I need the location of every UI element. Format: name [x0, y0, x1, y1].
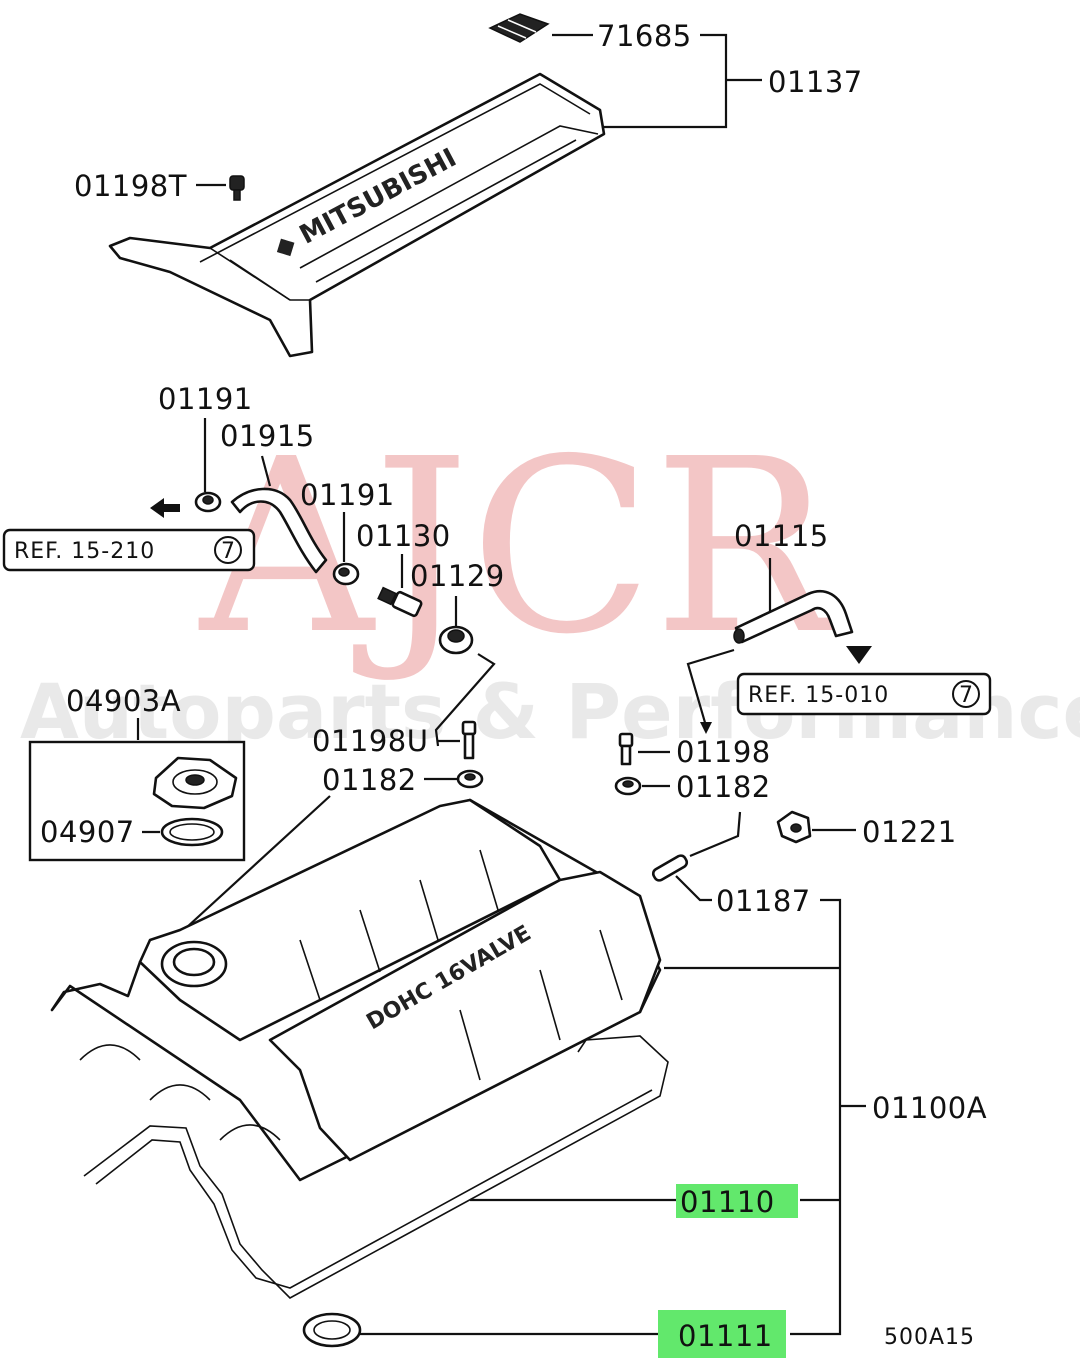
- oil-cap-gasket-part-04907[interactable]: [160, 817, 224, 847]
- label-04903A[interactable]: 04903A: [66, 684, 181, 718]
- reference-15-010-text: REF. 15-010: [748, 683, 889, 708]
- reference-box-15-210[interactable]: REF. 15-210 7: [2, 528, 256, 572]
- pcv-valve-part-01130[interactable]: [377, 586, 423, 618]
- grommet-part-01129[interactable]: [438, 625, 474, 655]
- grommet-part-01191-b[interactable]: [332, 562, 360, 586]
- dowel-pin-part-01187[interactable]: [651, 854, 689, 882]
- grommet-part-01191-a[interactable]: [194, 491, 222, 513]
- label-01182-a[interactable]: 01182: [322, 763, 417, 797]
- label-01187[interactable]: 01187: [716, 884, 811, 918]
- hose-part-01115[interactable]: [733, 589, 854, 644]
- label-01110[interactable]: 01110: [680, 1185, 775, 1219]
- label-01100A[interactable]: 01100A: [872, 1091, 987, 1125]
- hose-part-01915[interactable]: [230, 487, 328, 574]
- label-01198U[interactable]: 01198U: [312, 724, 428, 758]
- label-01182-b[interactable]: 01182: [676, 770, 771, 804]
- label-01191-a[interactable]: 01191: [158, 382, 253, 416]
- reference-box-15-010[interactable]: REF. 15-010 7: [736, 672, 992, 716]
- oil-cap-part-04903A[interactable]: [152, 756, 238, 810]
- label-01198T[interactable]: 01198T: [74, 169, 187, 203]
- engine-cover-part[interactable]: ◆ MITSUBISHI: [108, 72, 606, 358]
- washer-part-01182-b[interactable]: [614, 776, 642, 796]
- label-01115[interactable]: 01115: [734, 519, 829, 553]
- oil-cap-kit-box[interactable]: 04907: [28, 740, 246, 862]
- reference-15-210-text: REF. 15-210: [14, 539, 155, 564]
- label-01198[interactable]: 01198: [676, 735, 771, 769]
- bolt-part-01198T[interactable]: [229, 175, 245, 201]
- label-01130[interactable]: 01130: [356, 519, 451, 553]
- arrow-left-icon: [150, 498, 180, 518]
- bolt-part-01198[interactable]: [618, 732, 634, 766]
- emblem-part-71685[interactable]: [488, 13, 550, 43]
- reference-15-210-circle: 7: [221, 539, 236, 564]
- label-71685[interactable]: 71685: [597, 19, 692, 53]
- bolt-part-01198U[interactable]: [461, 720, 477, 760]
- label-04907[interactable]: 04907: [40, 815, 135, 849]
- gasket-part-01110[interactable]: [83, 1035, 669, 1299]
- label-01111[interactable]: 01111: [678, 1319, 773, 1353]
- label-01915[interactable]: 01915: [220, 419, 315, 453]
- reference-15-010-circle: 7: [959, 683, 974, 708]
- washer-part-01182-a[interactable]: [456, 769, 484, 789]
- label-01137[interactable]: 01137: [768, 65, 863, 99]
- highlight-01110: [676, 1184, 798, 1218]
- label-01191-b[interactable]: 01191: [300, 478, 395, 512]
- rocker-cover-part-01100A[interactable]: DOHC 16VALVE: [50, 798, 662, 1182]
- highlight-01111: [658, 1310, 786, 1358]
- label-01221[interactable]: 01221: [862, 815, 957, 849]
- label-01129[interactable]: 01129: [410, 559, 505, 593]
- seal-part-01111[interactable]: [302, 1312, 362, 1348]
- arrow-down-icon: [846, 646, 872, 664]
- clip-part-01221[interactable]: [776, 810, 812, 844]
- figure-code: 500A15: [884, 1325, 975, 1350]
